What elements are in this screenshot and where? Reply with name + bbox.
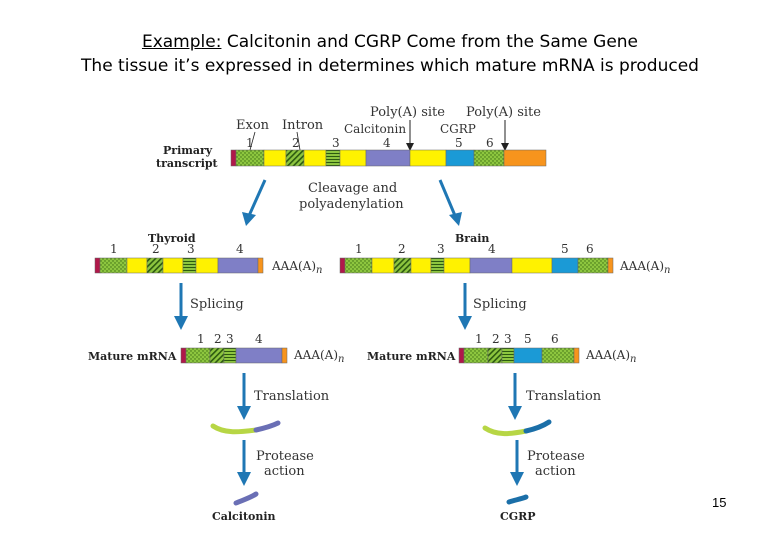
brain-exon-1: 1: [355, 242, 363, 256]
thyroid-exon-2: 2: [152, 242, 160, 256]
calcitonin-mature-mrna: [181, 348, 287, 363]
polyadenylation-label: polyadenylation: [299, 197, 404, 212]
mature-mrna-label-right: Mature mRNA: [367, 350, 456, 363]
mature-right-exon-1: 1: [475, 332, 483, 346]
cleavage-label: Cleavage and: [308, 181, 397, 196]
brain-exon-6: 6: [586, 242, 594, 256]
primary-label: Primary: [163, 144, 213, 157]
thyroid-exon-1: 1: [110, 242, 118, 256]
protease-label-right: Protease: [527, 449, 585, 464]
brain-exon-4: 4: [488, 242, 496, 256]
polya-site-label-1: Poly(A) site: [370, 105, 445, 120]
protease-action-label-left: action: [264, 464, 305, 479]
cgrp-site-label: CGRP: [440, 122, 476, 136]
mature-left-exon-4: 4: [255, 332, 263, 346]
translation-label-left: Translation: [254, 389, 330, 404]
exon-label: Exon: [236, 118, 270, 133]
transcript-label: transcript: [156, 157, 219, 170]
calcitonin-peptide: [236, 494, 256, 503]
exon-number-3: 3: [332, 136, 340, 150]
protease-action-label-right: action: [535, 464, 576, 479]
page-number: 15: [712, 495, 726, 510]
calcitonin-precursor-peptide: [213, 423, 278, 432]
brain-label: Brain: [455, 232, 489, 245]
mature-right-exon-5: 5: [524, 332, 532, 346]
cleavage-arrowhead-right-icon: [449, 212, 462, 226]
thyroid-exon-4: 4: [236, 242, 244, 256]
exon-number-1: 1: [246, 136, 254, 150]
calcitonin-site-label: Calcitonin: [344, 122, 406, 136]
translation-label-right: Translation: [526, 389, 602, 404]
brain-exon-2: 2: [398, 242, 406, 256]
splicing-label-right: Splicing: [473, 297, 527, 312]
calcitonin-product-label: Calcitonin: [212, 510, 276, 523]
translation-arrowhead-right-icon: [508, 406, 522, 420]
mature-right-exon-3: 3: [504, 332, 512, 346]
brain-polya-tail: AAA(A)n: [619, 259, 670, 276]
mature-left-polya-tail: AAA(A)n: [293, 348, 344, 365]
brain-pre-mrna: [340, 258, 613, 273]
protease-arrowhead-left-icon: [237, 472, 251, 486]
mature-mrna-label-left: Mature mRNA: [88, 350, 177, 363]
cgrp-mature-mrna: [459, 348, 579, 363]
exon-number-5: 5: [455, 136, 463, 150]
brain-exon-5: 5: [561, 242, 569, 256]
protease-label-left: Protease: [256, 449, 314, 464]
primary-transcript: [231, 150, 546, 166]
cleavage-arrow-left: [248, 180, 265, 218]
protease-arrowhead-right-icon: [510, 472, 524, 486]
mature-left-exon-3: 3: [226, 332, 234, 346]
intron-label: Intron: [282, 118, 324, 133]
thyroid-exon-3: 3: [187, 242, 195, 256]
translation-arrowhead-left-icon: [237, 406, 251, 420]
cgrp-peptide: [509, 497, 526, 502]
splicing-label-left: Splicing: [190, 297, 244, 312]
brain-exon-3: 3: [437, 242, 445, 256]
mature-right-exon-6: 6: [551, 332, 559, 346]
mature-left-exon-1: 1: [197, 332, 205, 346]
cgrp-precursor-peptide: [485, 422, 549, 434]
splicing-arrowhead-right-icon: [458, 316, 472, 330]
cleavage-arrow-right: [440, 180, 456, 218]
mature-right-polya-tail: AAA(A)n: [585, 348, 636, 365]
exon-number-4: 4: [383, 136, 391, 150]
exon-number-6: 6: [486, 136, 494, 150]
splicing-arrowhead-left-icon: [174, 316, 188, 330]
thyroid-pre-mrna: [95, 258, 263, 273]
thyroid-polya-tail: AAA(A)n: [271, 259, 322, 276]
cgrp-product-label: CGRP: [500, 510, 536, 523]
polya-site-label-2: Poly(A) site: [466, 105, 541, 120]
mature-right-exon-2: 2: [492, 332, 500, 346]
cleavage-arrowhead-left-icon: [242, 212, 256, 226]
mature-left-exon-2: 2: [214, 332, 222, 346]
